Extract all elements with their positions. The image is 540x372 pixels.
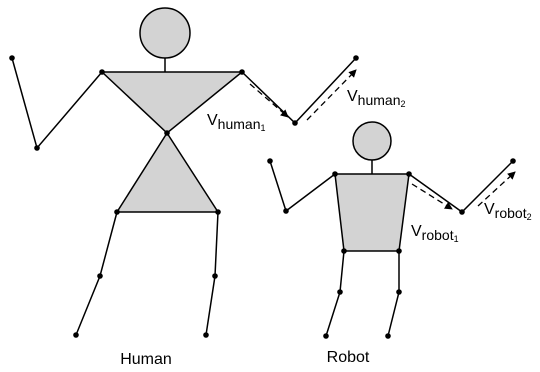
robot-torso: [334, 173, 410, 252]
human-caption: Human: [120, 351, 172, 368]
label-v-human-2: Vhuman2: [347, 88, 406, 109]
human-upper-torso: [100, 71, 245, 134]
human-left-leg: [75, 211, 118, 336]
human-v2-arrow: [306, 69, 357, 121]
robot-left-arm: [269, 160, 336, 213]
label-v-human-1: Vhuman1: [207, 112, 266, 133]
robot-caption: Robot: [327, 349, 370, 366]
human-head: [139, 7, 191, 59]
robot-joints: [267, 158, 516, 339]
human-v1-arrow: [249, 83, 289, 118]
robot-v1-arrow: [411, 183, 453, 210]
robot-figure: [267, 121, 516, 339]
robot-v2-arrow: [477, 171, 516, 207]
human-right-arm: [241, 57, 357, 125]
human-joints: [9, 55, 359, 338]
label-v-robot-1: Vrobot1: [411, 223, 459, 244]
human-left-arm: [11, 57, 103, 150]
human-lower-torso: [115, 131, 220, 213]
robot-head: [352, 121, 392, 161]
label-v-robot-2: Vrobot2: [484, 201, 532, 222]
human-figure: [9, 7, 359, 338]
